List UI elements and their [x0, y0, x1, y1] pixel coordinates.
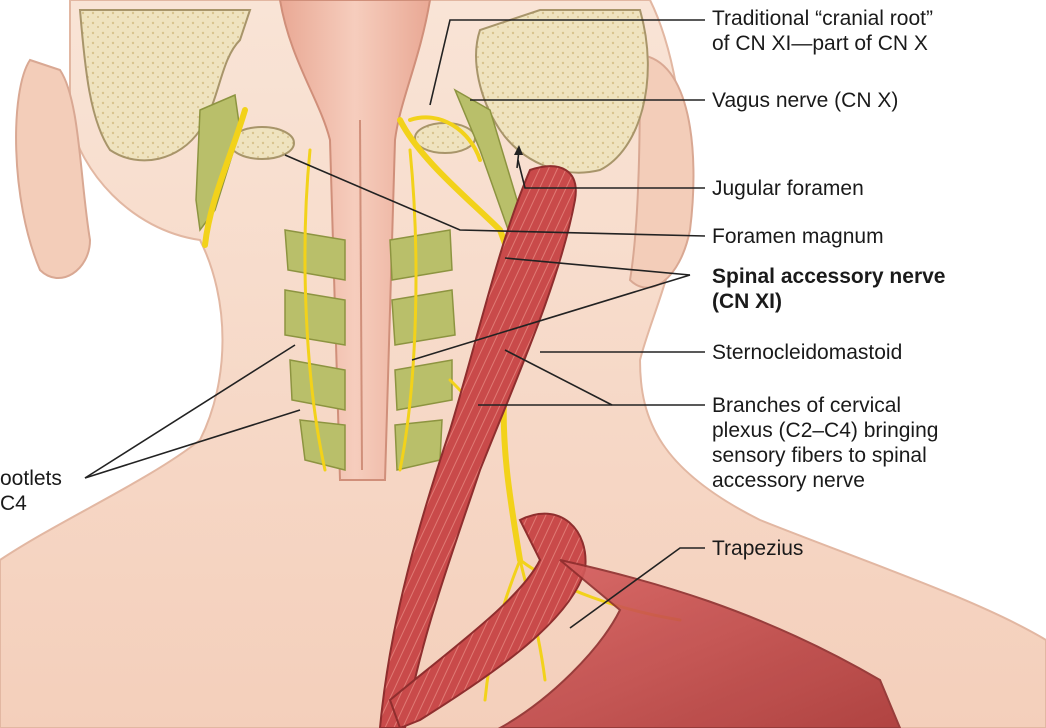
- label-spinal-accessory-line1: Spinal accessory nerve: [712, 264, 945, 289]
- label-cervical-plexus: Branches of cervical plexus (C2–C4) brin…: [712, 393, 938, 493]
- label-cervical-plexus-line2: plexus (C2–C4) bringing: [712, 418, 938, 443]
- label-rootlets-line2: C4: [0, 491, 62, 516]
- label-vagus-nerve: Vagus nerve (CN X): [712, 88, 898, 113]
- label-cranial-root: Traditional “cranial root” of CN XI—part…: [712, 6, 933, 56]
- label-cervical-plexus-line1: Branches of cervical: [712, 393, 938, 418]
- label-spinal-accessory-line2: (CN XI): [712, 289, 945, 314]
- label-foramen-magnum: Foramen magnum: [712, 224, 884, 249]
- label-spinal-accessory-nerve: Spinal accessory nerve (CN XI): [712, 264, 945, 314]
- label-cranial-root-line2: of CN XI—part of CN X: [712, 31, 933, 56]
- label-cervical-plexus-line3: sensory fibers to spinal: [712, 443, 938, 468]
- label-cervical-plexus-line4: accessory nerve: [712, 468, 938, 493]
- label-rootlets-line1: ootlets: [0, 466, 62, 491]
- label-trapezius: Trapezius: [712, 536, 803, 561]
- label-jugular-foramen: Jugular foramen: [712, 176, 864, 201]
- label-rootlets: ootlets C4: [0, 466, 62, 516]
- label-sternocleidomastoid: Sternocleidomastoid: [712, 340, 902, 365]
- label-cranial-root-line1: Traditional “cranial root”: [712, 6, 933, 31]
